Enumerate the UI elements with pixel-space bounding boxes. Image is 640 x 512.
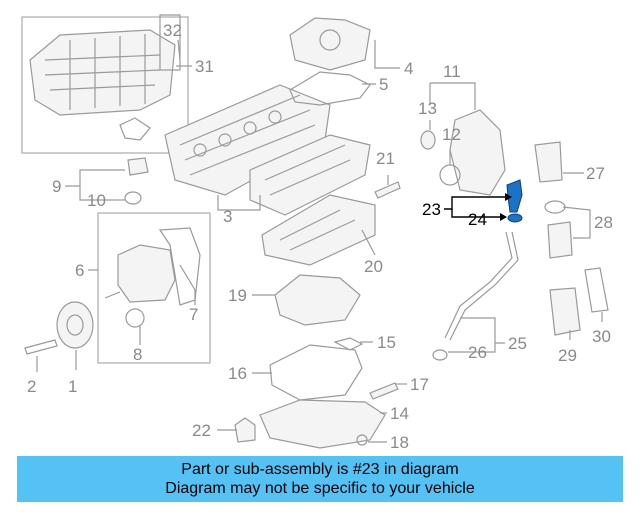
part-17 [369, 382, 399, 400]
label-29: 29 [558, 346, 577, 365]
oil-cooler [549, 287, 581, 336]
pulley-bolt [24, 339, 58, 355]
oil-filter-element [547, 221, 573, 259]
label-6: 6 [75, 261, 84, 280]
timing-case [449, 109, 506, 196]
label-22: 22 [192, 421, 211, 440]
front-cover-group [97, 212, 211, 364]
highlight-leaders [444, 193, 512, 221]
label-30: 30 [592, 327, 611, 346]
label-5: 5 [379, 75, 388, 94]
crank-pulley [56, 301, 94, 349]
label-25: 25 [508, 334, 527, 353]
valve-cover [249, 134, 371, 216]
label-11: 11 [443, 62, 461, 81]
label-14: 14 [390, 404, 409, 423]
label-15: 15 [377, 333, 396, 352]
gasket-15 [333, 337, 364, 351]
info-banner: Part or sub-assembly is #23 in diagram D… [17, 456, 623, 502]
label-31: 31 [195, 57, 214, 76]
part-9 [127, 157, 149, 176]
drain-plug [356, 434, 368, 446]
intake-manifold-group [21, 14, 189, 154]
part-21 [374, 181, 401, 199]
label-12: 12 [442, 125, 461, 144]
banner-line-2: Diagram may not be specific to your vehi… [165, 480, 475, 497]
part-13 [420, 130, 436, 150]
label-2: 2 [27, 377, 36, 396]
label-17: 17 [410, 375, 429, 394]
label-21: 21 [376, 149, 395, 168]
timing-cover-upper [289, 17, 371, 71]
part-24-seal [507, 213, 523, 223]
dipstick-tube [449, 231, 519, 341]
label-13: 13 [418, 99, 437, 118]
cooler-gasket [584, 267, 609, 313]
seal-26 [432, 349, 448, 361]
label-9: 9 [52, 177, 61, 196]
label-26: 26 [468, 343, 487, 362]
label-1: 1 [68, 377, 77, 396]
label-16: 16 [228, 364, 247, 383]
leader-lines [36, 39, 603, 443]
oil-pan-upper [261, 194, 376, 266]
oil-pump [274, 274, 361, 326]
label-18: 18 [390, 433, 409, 452]
seal-10 [124, 191, 142, 205]
label-7: 7 [189, 305, 198, 324]
banner-line-1: Part or sub-assembly is #23 in diagram [181, 461, 459, 478]
label-4: 4 [404, 59, 413, 78]
oil-pan-lower [259, 399, 386, 449]
label-19: 19 [228, 286, 247, 305]
label-28: 28 [594, 213, 613, 232]
sensor-22 [234, 417, 256, 443]
label-24: 24 [468, 210, 487, 229]
filter-seal [544, 200, 566, 214]
label-27: 27 [586, 164, 605, 183]
label-23: 23 [422, 200, 441, 219]
label-3: 3 [223, 207, 232, 226]
label-10: 10 [87, 191, 106, 210]
parts-diagram: 2 1 3 4 5 6 7 8 9 10 11 12 13 14 15 16 1… [21, 14, 613, 452]
label-8: 8 [133, 345, 142, 364]
oil-filter-housing [534, 141, 563, 183]
label-20: 20 [364, 257, 383, 276]
cover-gasket [289, 71, 371, 106]
dipstick-tube-inner [444, 231, 513, 339]
oil-pan-gasket [269, 344, 363, 401]
label-32: 32 [163, 21, 182, 40]
